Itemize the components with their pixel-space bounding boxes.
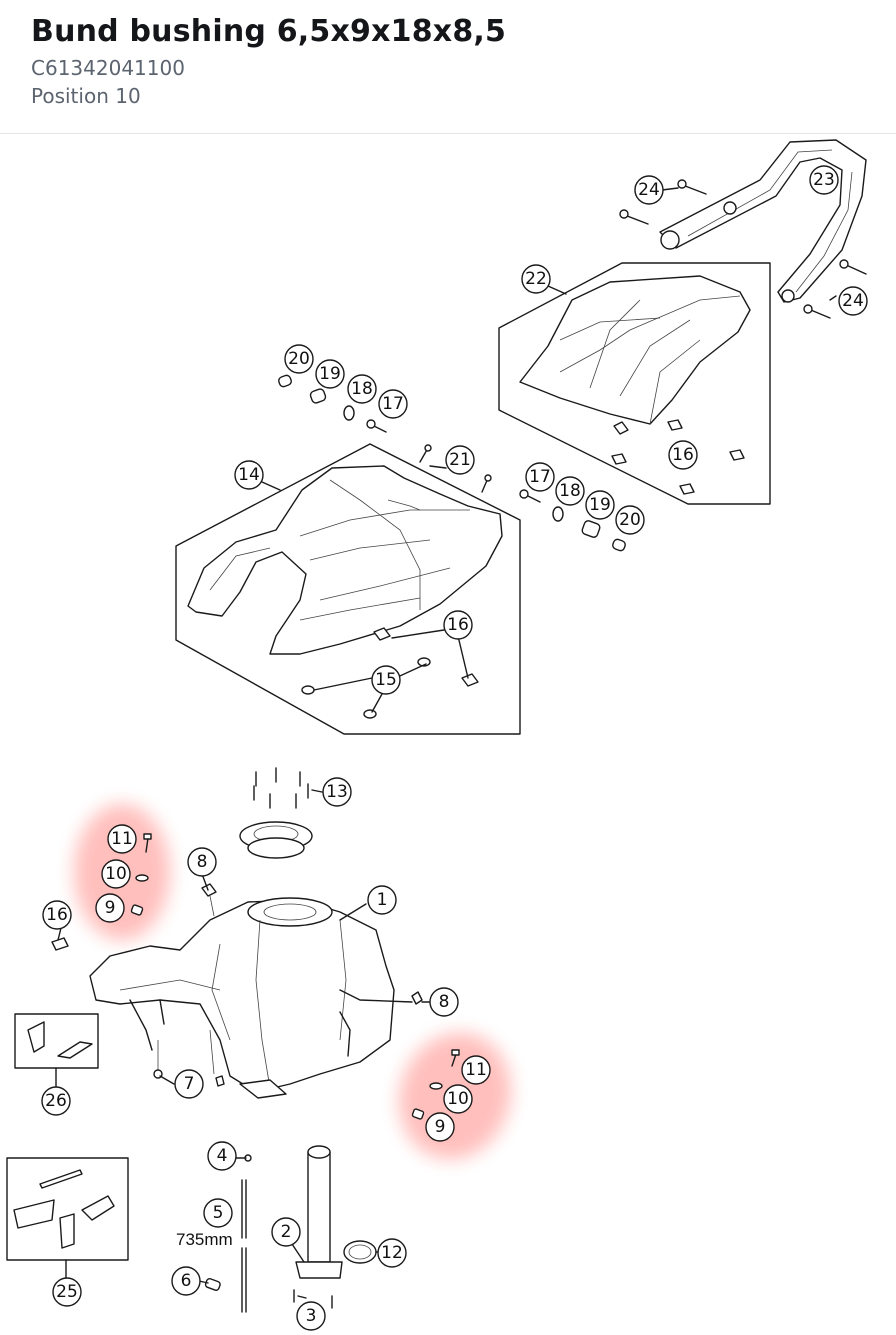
part-number: C61342041100 xyxy=(31,56,185,80)
svg-text:13: 13 xyxy=(326,782,348,802)
part-title: Bund bushing 6,5x9x18x8,5 xyxy=(31,14,507,49)
svg-text:25: 25 xyxy=(56,1282,78,1302)
callout-22[interactable]: 22 xyxy=(521,264,551,294)
callout-24-top[interactable]: 24 xyxy=(634,175,664,205)
svg-text:26: 26 xyxy=(45,1091,67,1111)
svg-text:2: 2 xyxy=(281,1222,292,1242)
svg-text:11: 11 xyxy=(111,829,133,849)
svg-text:1: 1 xyxy=(377,890,388,910)
svg-text:5: 5 xyxy=(213,1203,224,1223)
callout-16-rider[interactable]: 16 xyxy=(443,610,473,640)
part-position: Position 10 xyxy=(31,84,141,108)
parts-9-10-11-left xyxy=(130,833,152,916)
callout-6[interactable]: 6 xyxy=(171,1266,201,1296)
sticker-kit-25-drawing xyxy=(6,1157,129,1281)
callout-10-left[interactable]: 10 xyxy=(101,859,131,889)
svg-text:21: 21 xyxy=(449,450,471,470)
callout-19-upper[interactable]: 19 xyxy=(315,359,345,389)
callout-16-passenger[interactable]: 16 xyxy=(668,440,698,470)
callout-4[interactable]: 4 xyxy=(207,1141,237,1171)
callout-20-lower[interactable]: 20 xyxy=(615,505,645,535)
svg-text:20: 20 xyxy=(619,510,641,530)
svg-text:18: 18 xyxy=(351,379,373,399)
callouts: 1 2 3 4 5 6 7 8 8 9 9 10 10 11 11 12 13 … xyxy=(41,165,868,1331)
bolts-24 xyxy=(619,179,867,319)
part-header: Bund bushing 6,5x9x18x8,5 C61342041100 P… xyxy=(0,0,896,134)
passenger-seat-drawing xyxy=(498,262,771,505)
callout-24-right[interactable]: 24 xyxy=(838,286,868,316)
fuel-pump-drawing xyxy=(204,1145,377,1313)
callout-11-left[interactable]: 11 xyxy=(107,824,137,854)
callout-26[interactable]: 26 xyxy=(41,1086,71,1116)
svg-text:10: 10 xyxy=(447,1089,469,1109)
svg-text:16: 16 xyxy=(447,615,469,635)
callout-17-upper[interactable]: 17 xyxy=(378,389,408,419)
svg-text:8: 8 xyxy=(197,852,208,872)
callout-14[interactable]: 14 xyxy=(234,460,264,490)
parts-9-10-11-right xyxy=(411,1049,460,1120)
svg-text:12: 12 xyxy=(381,1243,403,1263)
callout-18-upper[interactable]: 18 xyxy=(347,374,377,404)
sticker-kit-26-drawing xyxy=(14,1013,99,1089)
callout-9-right[interactable]: 9 xyxy=(425,1112,455,1142)
svg-text:20: 20 xyxy=(288,349,310,369)
callout-12[interactable]: 12 xyxy=(377,1238,407,1268)
svg-text:10: 10 xyxy=(105,864,127,884)
svg-text:17: 17 xyxy=(529,467,551,487)
svg-text:9: 9 xyxy=(105,898,116,918)
svg-text:19: 19 xyxy=(589,495,611,515)
svg-text:15: 15 xyxy=(375,670,397,690)
fuel-cap-drawing xyxy=(239,767,313,859)
callout-16-tank[interactable]: 16 xyxy=(42,900,72,930)
svg-text:14: 14 xyxy=(238,465,260,485)
svg-text:23: 23 xyxy=(813,170,835,190)
svg-text:17: 17 xyxy=(382,394,404,414)
svg-text:24: 24 xyxy=(638,180,660,200)
exploded-parts-diagram: 1 2 3 4 5 6 7 8 8 9 9 10 10 11 11 12 13 … xyxy=(6,139,868,1331)
callout-8-top[interactable]: 8 xyxy=(187,847,217,877)
svg-text:18: 18 xyxy=(559,481,581,501)
callout-13[interactable]: 13 xyxy=(322,777,352,807)
callout-19-lower[interactable]: 19 xyxy=(585,490,615,520)
svg-text:19: 19 xyxy=(319,364,341,384)
svg-text:24: 24 xyxy=(842,291,864,311)
svg-text:3: 3 xyxy=(306,1306,317,1326)
callout-1[interactable]: 1 xyxy=(367,885,397,915)
grab-handle-drawing xyxy=(659,139,867,303)
callout-23[interactable]: 23 xyxy=(809,165,839,195)
callout-17-lower[interactable]: 17 xyxy=(525,462,555,492)
svg-text:8: 8 xyxy=(439,992,450,1012)
callout-2[interactable]: 2 xyxy=(271,1217,301,1247)
callout-9-left[interactable]: 9 xyxy=(95,893,125,923)
hose-length-label: 735mm xyxy=(176,1230,233,1249)
svg-text:7: 7 xyxy=(184,1074,195,1094)
svg-text:16: 16 xyxy=(672,445,694,465)
svg-text:6: 6 xyxy=(181,1271,192,1291)
svg-text:4: 4 xyxy=(217,1146,228,1166)
callout-20-upper[interactable]: 20 xyxy=(284,344,314,374)
callout-3[interactable]: 3 xyxy=(296,1301,326,1331)
fuel-tank-drawing xyxy=(51,883,423,1099)
callout-8-right[interactable]: 8 xyxy=(429,987,459,1017)
svg-text:9: 9 xyxy=(435,1117,446,1137)
callout-11-right[interactable]: 11 xyxy=(461,1055,491,1085)
callout-5[interactable]: 5 xyxy=(203,1198,233,1228)
callout-18-lower[interactable]: 18 xyxy=(555,476,585,506)
hardware-lower xyxy=(519,489,626,552)
callout-25[interactable]: 25 xyxy=(52,1277,82,1307)
callout-7[interactable]: 7 xyxy=(174,1069,204,1099)
hardware-upper xyxy=(278,374,387,433)
callout-10-right[interactable]: 10 xyxy=(443,1084,473,1114)
svg-text:16: 16 xyxy=(46,905,68,925)
callout-21[interactable]: 21 xyxy=(445,445,475,475)
rider-seat-drawing xyxy=(175,443,521,735)
svg-text:11: 11 xyxy=(465,1060,487,1080)
callout-15[interactable]: 15 xyxy=(371,665,401,695)
svg-text:22: 22 xyxy=(525,269,547,289)
